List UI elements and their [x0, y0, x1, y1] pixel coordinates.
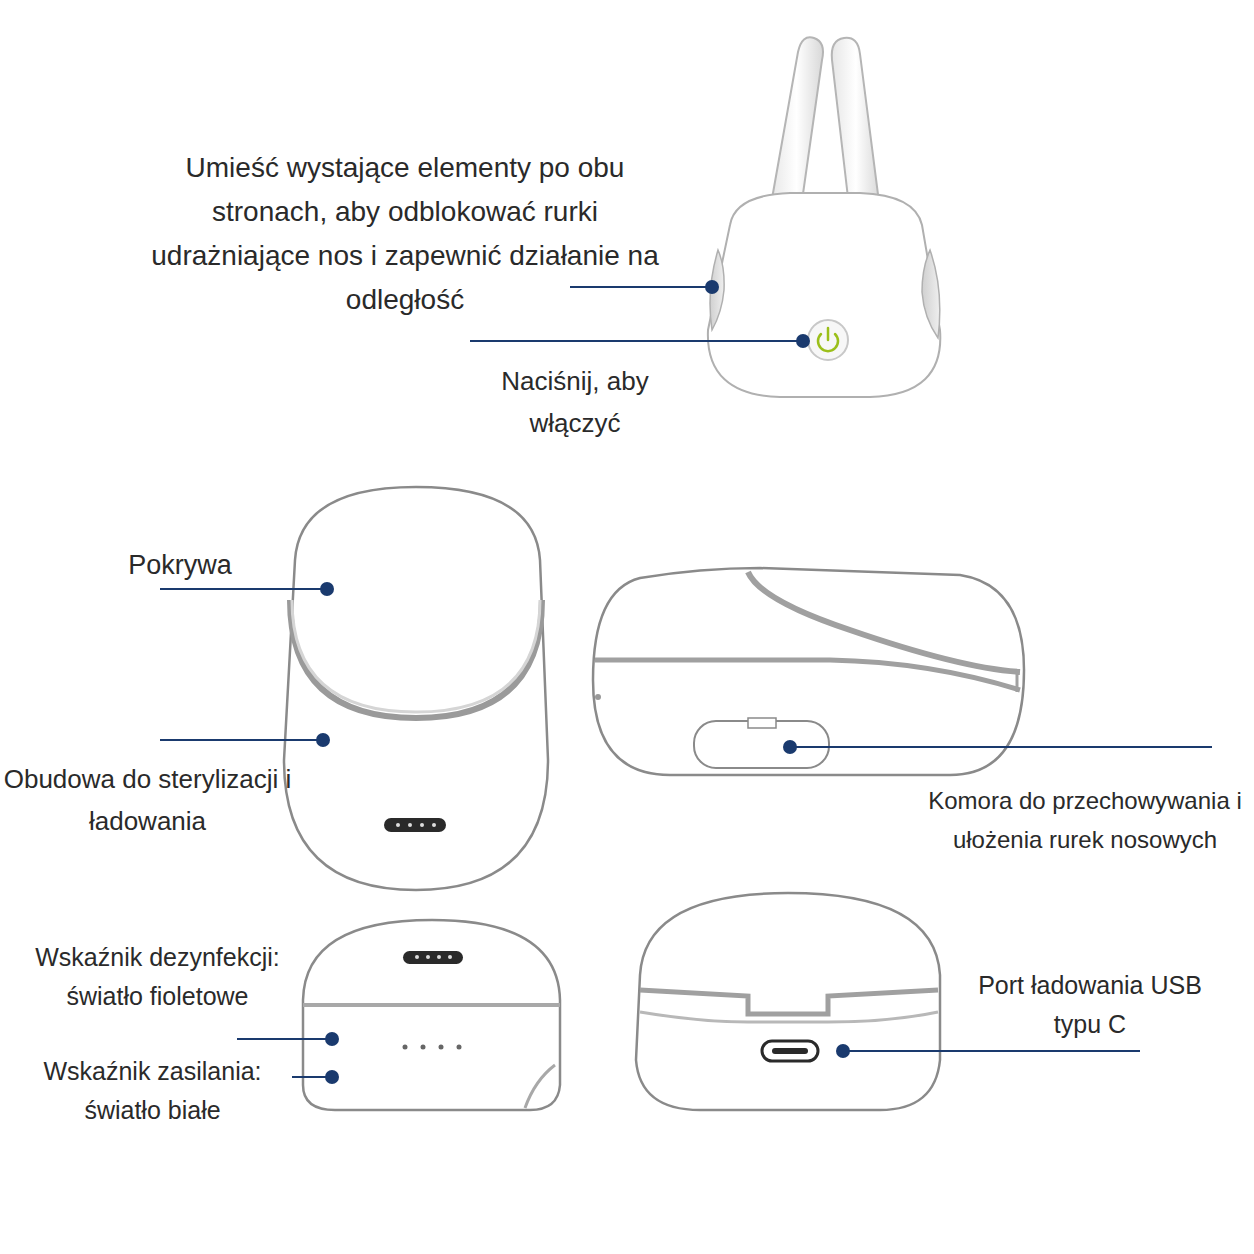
callout-label: Port ładowania USB typu C [975, 966, 1205, 1044]
case-top-view [303, 920, 560, 1110]
callout-label: Wskaźnik zasilania: światło białe [20, 1052, 285, 1130]
nasal-device [708, 37, 940, 397]
callout-label: Umieść wystające elementy po obu stronac… [140, 146, 670, 322]
leader-lines [160, 280, 1212, 1084]
callout-label: Wskaźnik dezynfekcji: światło fioletowe [5, 938, 310, 1016]
callout-label: Naciśnij, aby włączyć [460, 360, 690, 444]
case-front [284, 487, 548, 890]
case-side [593, 568, 1024, 775]
callout-label: Pokrywa [90, 545, 270, 585]
callout-label: Obudowa do sterylizacji i ładowania [0, 758, 295, 842]
case-back-view [636, 893, 940, 1110]
callout-label: Komora do przechowywania i ułożenia rure… [915, 781, 1254, 859]
